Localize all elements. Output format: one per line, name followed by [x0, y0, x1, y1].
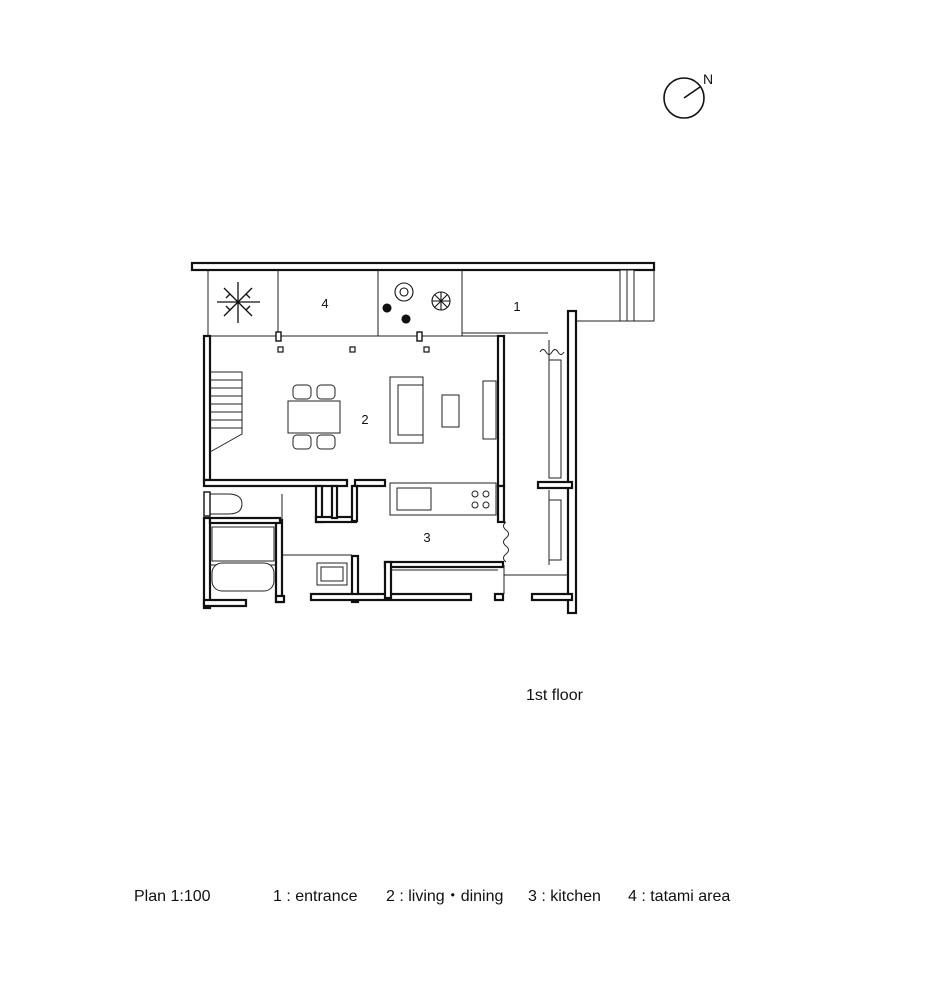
legend-item: 4 : tatami area	[628, 888, 730, 905]
room-label-living-dining: 2	[361, 412, 368, 427]
shrub-icon	[382, 282, 451, 324]
floor-label: 1st floor	[526, 687, 584, 704]
legend-scale: Plan 1:100	[134, 888, 211, 905]
eave	[190, 261, 656, 272]
north-arrow: N	[663, 71, 713, 119]
tree-icon	[217, 282, 260, 323]
bathtub-icon	[211, 526, 275, 592]
dining-table-icon	[287, 384, 341, 450]
washer-icon	[316, 562, 348, 586]
kitchen-counter-icon	[389, 482, 497, 516]
north-label: N	[703, 71, 713, 87]
room-label-tatami: 4	[321, 296, 328, 311]
bathroom-walls	[202, 478, 574, 610]
legend-item: 3 : kitchen	[528, 888, 601, 905]
tv-cabinet-icon	[482, 380, 497, 440]
washer-inner	[320, 566, 344, 582]
sofa-icon	[389, 376, 424, 444]
room-label-entrance: 1	[513, 299, 520, 314]
legend-item: 1 : entrance	[273, 888, 358, 905]
toilet-icon	[203, 491, 243, 517]
legend-item: 2 : living・dining	[386, 888, 503, 905]
tatami-area	[207, 270, 548, 342]
room-label-kitchen: 3	[423, 530, 430, 545]
coffee-table-icon	[441, 394, 460, 428]
legend: Plan 1:100 1 : entrance 2 : living・dinin…	[134, 888, 730, 905]
entrance-area	[539, 269, 655, 615]
